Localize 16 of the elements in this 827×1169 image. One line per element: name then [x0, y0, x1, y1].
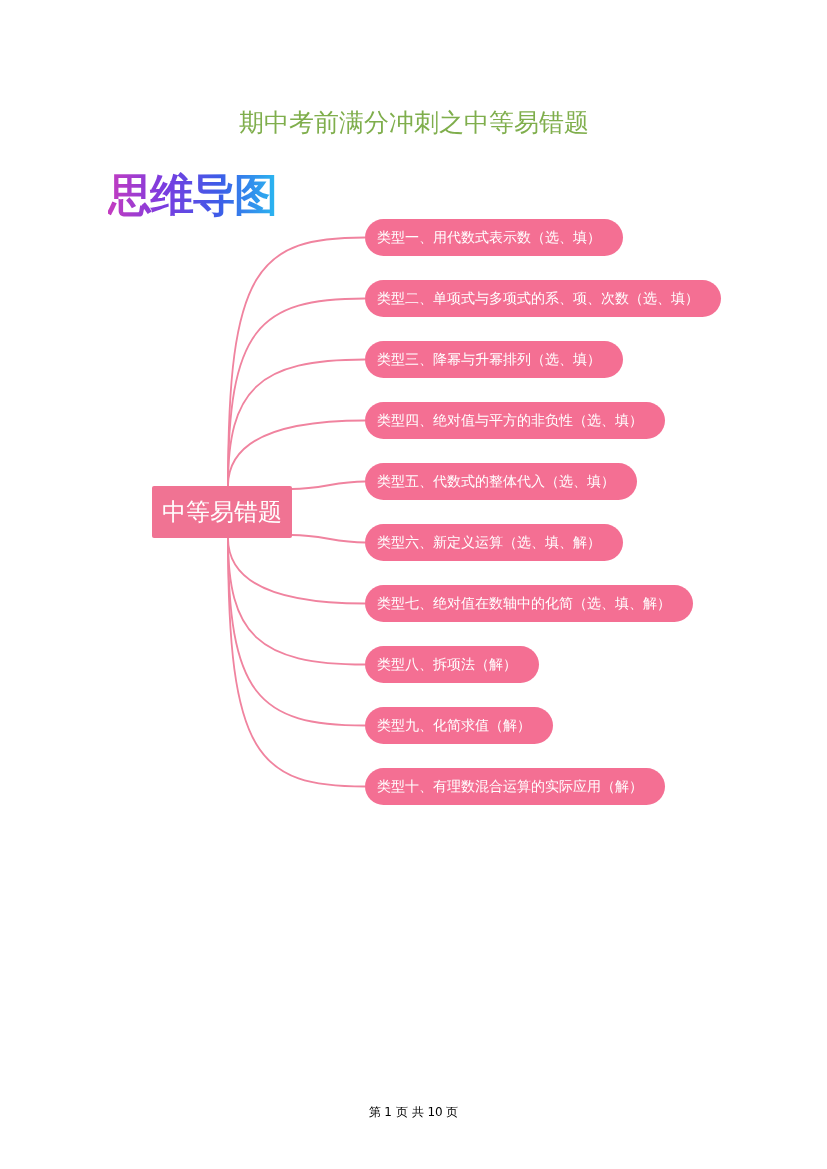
- branch-line: [291, 480, 366, 490]
- topic-pill: 类型十、有理数混合运算的实际应用（解）: [365, 768, 665, 805]
- title: 期中考前满分冲刺之中等易错题: [237, 107, 590, 139]
- root-topic-box: 中等易错题: [152, 486, 292, 538]
- topic-pill: 类型七、绝对值在数轴中的化简（选、填、解）: [365, 585, 693, 622]
- branch-line: [291, 534, 366, 544]
- branch-line: [227, 537, 366, 788]
- topic-pill: 类型八、拆项法（解）: [365, 646, 539, 683]
- page-footer: 第 1 页 共 10 页: [0, 1104, 827, 1121]
- topic-pill: 类型六、新定义运算（选、填、解）: [365, 524, 623, 561]
- topic-pill: 类型九、化简求值（解）: [365, 707, 553, 744]
- topic-pill: 类型五、代数式的整体代入（选、填）: [365, 463, 637, 500]
- topic-pill: 类型三、降幂与升幂排列（选、填）: [365, 341, 623, 378]
- topic-pill: 类型一、用代数式表示数（选、填）: [365, 219, 623, 256]
- topic-pill: 类型四、绝对值与平方的非负性（选、填）: [365, 402, 665, 439]
- topic-pill: 类型二、单项式与多项式的系、项、次数（选、填）: [365, 280, 721, 317]
